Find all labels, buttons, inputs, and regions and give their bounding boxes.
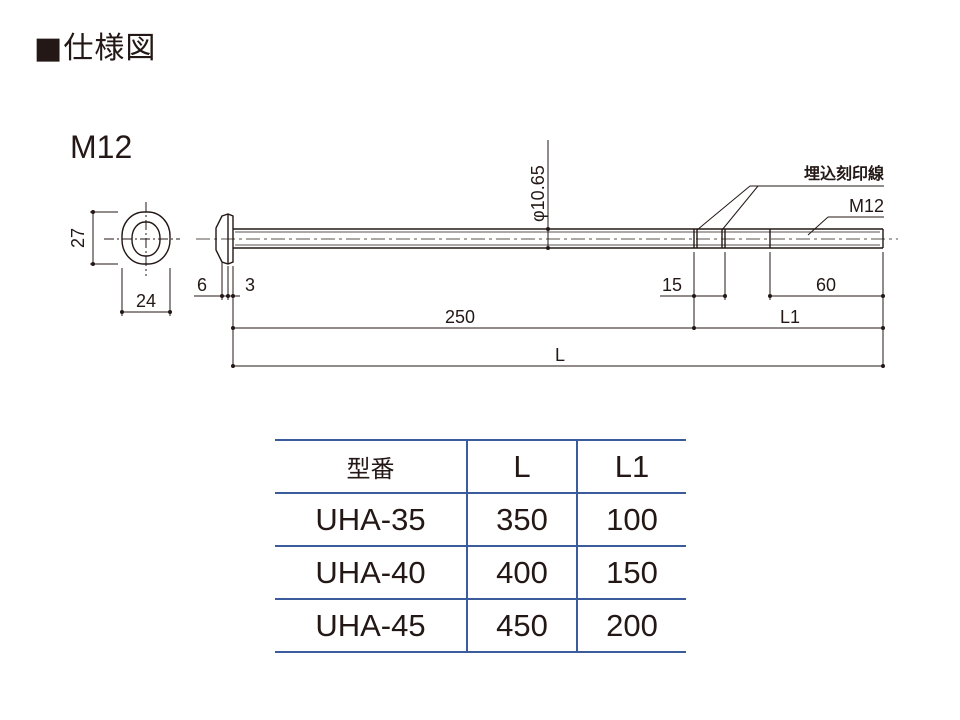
cell-l1: 150 [576,545,686,600]
dim-mark-gap: 15 [662,275,682,295]
header-model: 型番 [275,439,467,494]
cell-l1: 200 [576,598,686,653]
cell-model: UHA-40 [275,545,467,600]
end-view [90,202,180,316]
cell-l: 350 [466,492,577,547]
thread-size-label: M12 [70,129,132,165]
end-thread-label: M12 [849,196,884,216]
dim-height: 27 [68,228,88,248]
dim-width: 24 [136,291,156,311]
dim-l1: L1 [780,307,800,327]
dim-embed-length: 250 [445,307,475,327]
table-header-row: 型番 L L1 [275,439,686,494]
marking-line-label: 埋込刻印線 [804,164,884,183]
cell-model: UHA-45 [275,598,467,653]
dim-l: L [555,345,565,365]
spec-drawing: M12 27 24 6 3 15 60 250 L1 L φ10.65 埋込刻印… [68,129,898,368]
table-row: UHA-35 350 100 [275,492,686,547]
bolt-side-view [196,213,898,265]
cell-model: UHA-35 [275,492,467,547]
dim-thread-length: 60 [816,275,836,295]
cell-l: 450 [466,598,577,653]
cell-l: 400 [466,545,577,600]
table-row: UHA-40 400 150 [275,545,686,600]
diameter-label: φ10.65 [528,165,548,222]
spec-table: 型番 L L1 UHA-35 350 100 UHA-40 400 150 UH… [275,439,686,653]
dim-neck: 3 [245,275,255,295]
page-title: ■仕様図 [34,31,157,66]
table-row: UHA-45 450 200 [275,598,686,653]
header-l1: L1 [576,439,686,494]
dim-head: 6 [197,275,207,295]
header-l: L [466,439,577,494]
cell-l1: 100 [576,492,686,547]
